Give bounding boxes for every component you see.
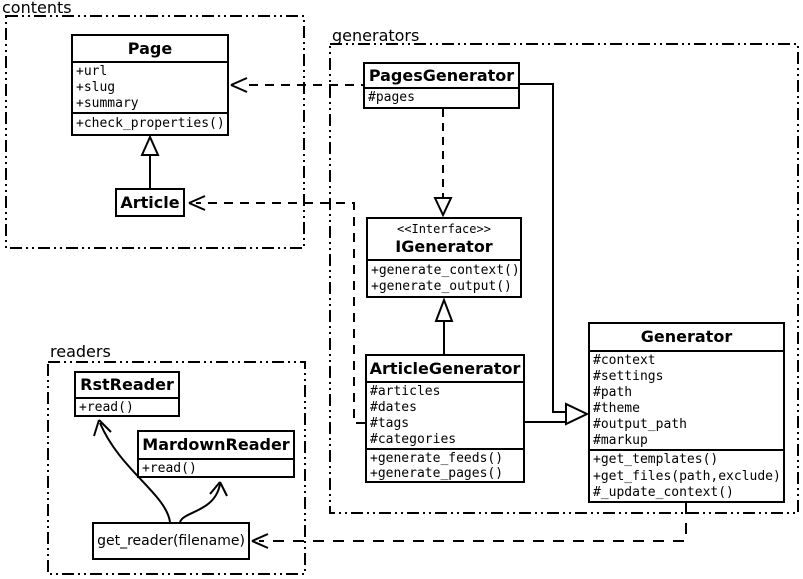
class-page-name: Page (127, 38, 173, 58)
class-mardownreader-methods: +read() (139, 458, 293, 476)
get-reader-label: get_reader(filename) (97, 533, 245, 549)
class-igenerator-methods: +generate_context() +generate_output() (368, 259, 520, 296)
attribute: #context (593, 353, 656, 368)
class-article: Article (115, 188, 185, 217)
class-articlegenerator-name: ArticleGenerator (369, 358, 521, 378)
method: +get_files(path,exclude) (593, 468, 781, 484)
edge-generators-to-generator-generalization (520, 83, 590, 426)
class-igenerator: <<Interface>> IGenerator +generate_conte… (366, 217, 522, 298)
readers-package-border (47, 361, 306, 575)
method: +generate_feeds() (370, 451, 504, 466)
class-articlegenerator-attributes: #articles #dates #tags #categories (367, 381, 523, 448)
attribute: #dates (370, 400, 417, 415)
class-pagesgenerator-attributes: #pages (365, 87, 518, 107)
class-generator-methods: +get_templates() +get_files(path,exclude… (590, 449, 783, 501)
package-label-generators: generators (332, 26, 420, 45)
class-articlegenerator-methods: +generate_feeds() +generate_pages() (367, 448, 523, 481)
edge-article-to-page-generalization (140, 134, 160, 188)
class-generator-name: Generator (640, 327, 733, 347)
attribute: +slug (76, 80, 116, 95)
class-rstreader-name: RstReader (80, 375, 174, 395)
method: #_update_context() (593, 485, 734, 500)
get-reader-box: get_reader(filename) (92, 522, 250, 560)
attribute: #tags (370, 416, 410, 431)
edge-articlegenerator-to-igenerator-generalization (434, 297, 454, 354)
method: +generate_pages() (370, 466, 504, 481)
method: +check_properties() (76, 116, 225, 131)
class-mardownreader-name: MardownReader (142, 435, 290, 455)
class-page-attributes: +url +slug +summary (73, 61, 227, 112)
attribute: #path (593, 385, 633, 400)
class-rstreader: RstReader +read() (74, 371, 180, 417)
class-pagesgenerator-name: PagesGenerator (368, 65, 515, 85)
method: +generate_output() (371, 279, 512, 294)
interface-stereotype: <<Interface>> (397, 222, 491, 237)
class-pagesgenerator: PagesGenerator #pages (363, 62, 520, 109)
edge-pagesgenerator-to-igenerator-realization (433, 109, 453, 218)
attribute: #pages (368, 90, 415, 105)
class-igenerator-title: <<Interface>> IGenerator (368, 219, 520, 259)
attribute: #output_path (593, 417, 687, 432)
package-label-contents: contents (2, 0, 72, 17)
edge-articlegenerator-to-article-dependency (188, 195, 365, 424)
class-rstreader-methods: +read() (76, 397, 178, 415)
class-generator: Generator #context #settings #path #them… (588, 322, 785, 503)
class-page: Page +url +slug +summary +check_properti… (71, 34, 229, 136)
contents-package-border (5, 15, 305, 249)
attribute: #articles (370, 384, 441, 399)
generators-package-border (329, 43, 799, 514)
edge-getreader-to-rstreader-arrow (93, 419, 171, 523)
edge-getreader-to-mardownreader-arrow (179, 481, 228, 523)
class-articlegenerator: ArticleGenerator #articles #dates #tags … (365, 354, 525, 483)
attribute: #categories (370, 432, 457, 447)
attribute: #theme (593, 401, 640, 416)
method: +get_templates() (593, 452, 719, 467)
class-page-methods: +check_properties() (73, 112, 227, 134)
package-label-readers: readers (50, 342, 111, 361)
method: +read() (142, 461, 197, 476)
edge-pagesgenerator-to-page-dependency (230, 77, 363, 93)
class-igenerator-name: IGenerator (395, 236, 493, 256)
method: +read() (79, 400, 134, 415)
class-article-name: Article (120, 192, 180, 212)
method: +generate_context() (371, 263, 520, 278)
class-generator-attributes: #context #settings #path #theme #output_… (590, 350, 783, 449)
edge-generator-to-getreader-dependency (251, 503, 687, 549)
attribute: #settings (593, 369, 664, 384)
attribute: +url (76, 64, 108, 79)
attribute: #markup (593, 433, 648, 448)
class-mardownreader: MardownReader +read() (137, 430, 295, 478)
attribute: +summary (76, 96, 139, 111)
